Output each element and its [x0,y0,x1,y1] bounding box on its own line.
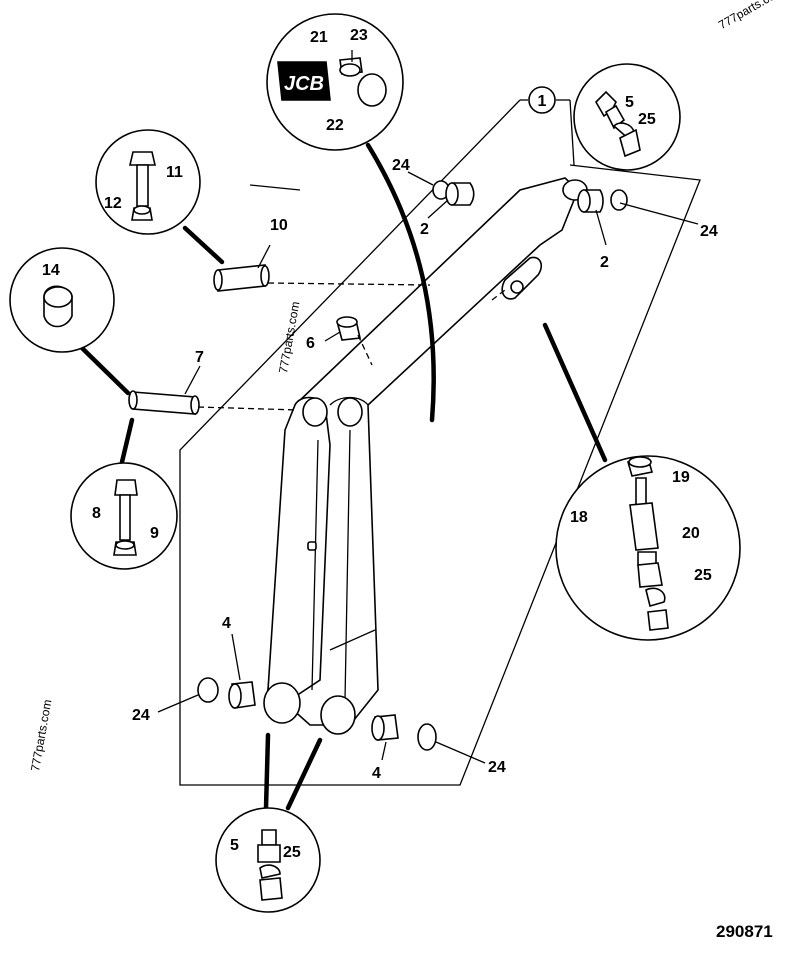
detail-circle-grease-bottom [215,807,321,913]
callout-2-left: 2 [420,221,429,238]
callout-5-top: 5 [625,94,634,111]
callout-24-bottom: 24 [488,759,506,776]
detail-connectors [79,142,608,811]
callout-25-right: 25 [694,567,712,584]
callout-23: 23 [350,27,368,44]
detail-circle-bolt-mid [70,462,178,570]
assembly-outline [179,99,701,786]
callout-4-left: 4 [222,615,231,632]
callout-10: 10 [270,217,288,234]
callout-9: 9 [150,525,159,542]
callout-2-right: 2 [600,254,609,271]
jcb-logo: JCB [284,73,324,95]
callout-7: 7 [195,349,204,366]
callout-22: 22 [326,117,344,134]
callout-14: 14 [42,262,60,279]
boom-arm [263,177,588,735]
drawing-number: 290871 [716,922,773,941]
callout-5-bottom: 5 [230,837,239,854]
callout-21: 21 [310,29,328,46]
callout-labels: 1 2 2 4 4 5 5 6 7 8 9 10 11 12 14 18 19 … [42,27,718,861]
callout-11: 11 [166,164,183,181]
callout-6: 6 [306,335,315,352]
detail-circle-logo [266,13,404,151]
detail-circle-plug [9,247,115,353]
callout-24-right: 24 [700,223,718,240]
main-view-parts [128,180,628,751]
callout-12: 12 [104,195,122,212]
detail-circle-grease-top [573,63,681,171]
item-1-ring [528,86,556,114]
callout-24-top: 24 [392,157,410,174]
callout-19: 19 [672,469,690,486]
callout-18: 18 [570,509,588,526]
callout-1: 1 [538,93,547,110]
detail-circle-extension [555,455,741,641]
callout-4-right: 4 [372,765,381,782]
callout-25-top: 25 [638,111,656,128]
callout-20: 20 [682,525,700,542]
callout-8: 8 [92,505,101,522]
leader-lines [157,171,699,764]
callout-24-left: 24 [132,707,150,724]
detail-circle-bolt-top [95,129,201,235]
callout-25-bottom: 25 [283,844,301,861]
